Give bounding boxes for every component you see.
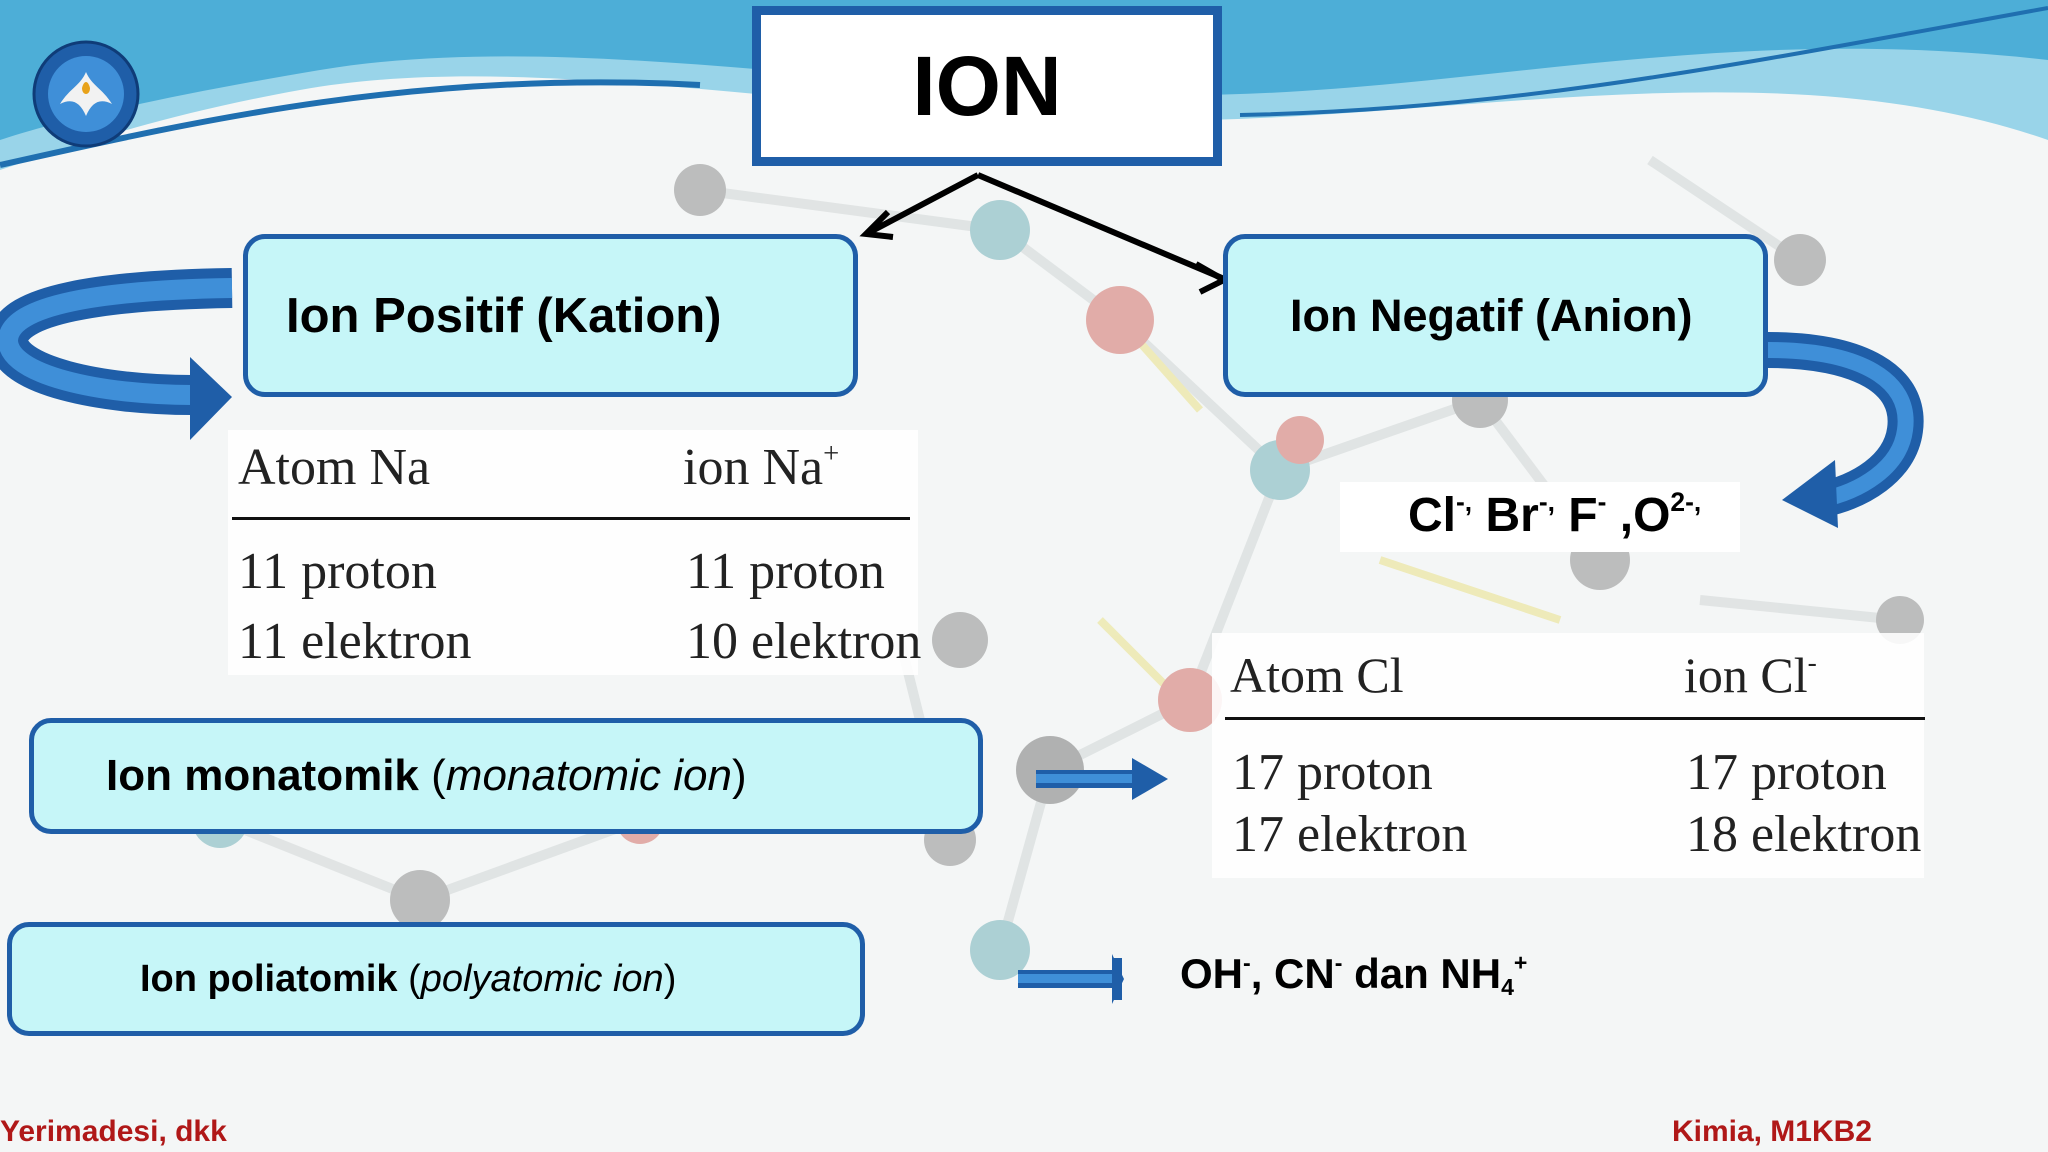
polyatomic-ion-box: Ion poliatomik (polyatomic ion) <box>7 922 865 1036</box>
hydroxide-ion: OH <box>1180 950 1243 997</box>
chlorine-example-table: Atom Cl ion Cl- 17 proton 17 proton 17 e… <box>1212 633 1925 878</box>
polyatomic-examples: OH-, CN- dan NH4+ <box>1180 949 1528 1000</box>
table-header-ion: ion Na+ <box>683 438 840 496</box>
table-rule <box>232 517 910 520</box>
footer-course: Kimia, M1KB2 <box>1671 1115 1872 1148</box>
tut-wuri-handayani-logo <box>32 40 140 148</box>
table-cell: 11 proton <box>686 543 885 600</box>
chloride-ion: Cl <box>1408 489 1456 542</box>
kation-label: Ion Positif (Kation) <box>286 288 722 343</box>
table-cell: 11 elektron <box>238 613 472 670</box>
anion-examples: Cl-, Br-, F- ,O2-, <box>1340 482 1740 552</box>
fluoride-ion: F <box>1554 489 1598 542</box>
monatomic-ion-box: Ion monatomik (monatomic ion) <box>29 718 983 834</box>
table-cell: 17 elektron <box>1232 806 1468 863</box>
table-header-ion: ion Cl- <box>1684 646 1817 703</box>
table-cell: 10 elektron <box>686 613 922 670</box>
kation-box: Ion Positif (Kation) <box>243 234 858 397</box>
cyanide-ion: , CN <box>1250 950 1335 997</box>
anion-box: Ion Negatif (Anion) <box>1223 234 1768 397</box>
table-cell: 17 proton <box>1232 744 1433 801</box>
table-cell: 18 elektron <box>1686 806 1922 863</box>
polyatomic-label: Ion poliatomik (polyatomic ion) <box>140 957 677 1000</box>
bromide-ion: Br <box>1472 489 1539 542</box>
title-text: ION <box>912 38 1062 133</box>
title-connector-arrows <box>859 172 1231 295</box>
table-cell: 17 proton <box>1686 744 1887 801</box>
arrow-polyatomic <box>1018 954 1124 1004</box>
ammonium-ion: dan NH <box>1342 950 1502 997</box>
anion-label: Ion Negatif (Anion) <box>1290 289 1693 341</box>
title-box: ION <box>752 6 1222 166</box>
arrow-monatomic <box>1036 758 1168 800</box>
monatomic-label: Ion monatomik (monatomic ion) <box>106 751 747 800</box>
curved-arrow-anion <box>1767 332 1924 528</box>
sodium-example-table: Atom Na ion Na+ 11 proton 11 proton 11 e… <box>228 430 922 675</box>
curved-arrow-kation <box>0 268 233 440</box>
footer-author: Yerimadesi, dkk <box>0 1115 227 1148</box>
table-rule <box>1225 717 1925 720</box>
table-header-atom: Atom Cl <box>1230 647 1404 703</box>
oxide-ion: ,O <box>1606 489 1671 542</box>
table-cell: 11 proton <box>238 543 437 600</box>
table-header-atom: Atom Na <box>238 439 431 496</box>
